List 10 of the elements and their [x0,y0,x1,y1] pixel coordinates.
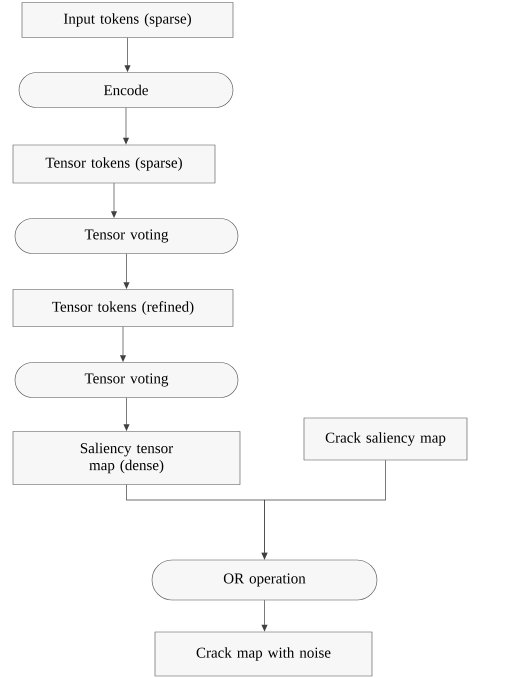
terminal-box: Tensor voting [14,218,238,254]
process-box: Input tokens (sparse) [22,2,234,38]
terminal-box: OR operation [152,560,378,600]
process-box: Tensor tokens (sparse) [12,144,216,184]
process-box: Crack map with noise [154,632,372,676]
terminal-box: Tensor voting [14,362,238,398]
process-box: Crack saliency map [304,418,468,460]
terminal-box: Encode [18,72,234,108]
process-box: Saliency tensor map (dense) [12,431,240,485]
process-box: Tensor tokens (refined) [12,289,234,327]
